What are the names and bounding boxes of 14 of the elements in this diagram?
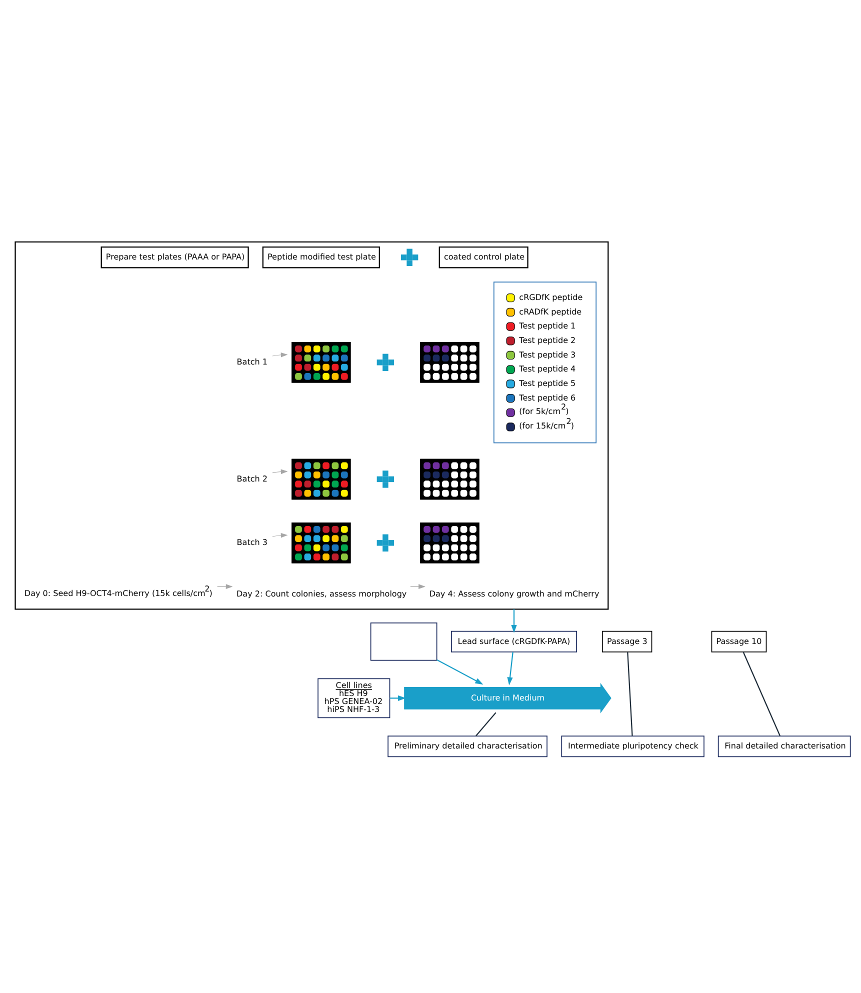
arrow bbox=[272, 532, 288, 538]
arrow bbox=[272, 468, 288, 474]
arrow bbox=[436, 658, 484, 684]
cluster bbox=[14, 240, 609, 610]
arrow bbox=[272, 352, 288, 357]
arrow bbox=[217, 584, 233, 588]
connector bbox=[476, 712, 496, 736]
connector bbox=[627, 652, 633, 736]
arrow bbox=[511, 608, 517, 633]
node-box bbox=[370, 622, 438, 660]
node-box bbox=[494, 281, 596, 443]
arrow bbox=[507, 652, 514, 685]
connector bbox=[742, 651, 781, 736]
arrow bbox=[410, 584, 426, 588]
